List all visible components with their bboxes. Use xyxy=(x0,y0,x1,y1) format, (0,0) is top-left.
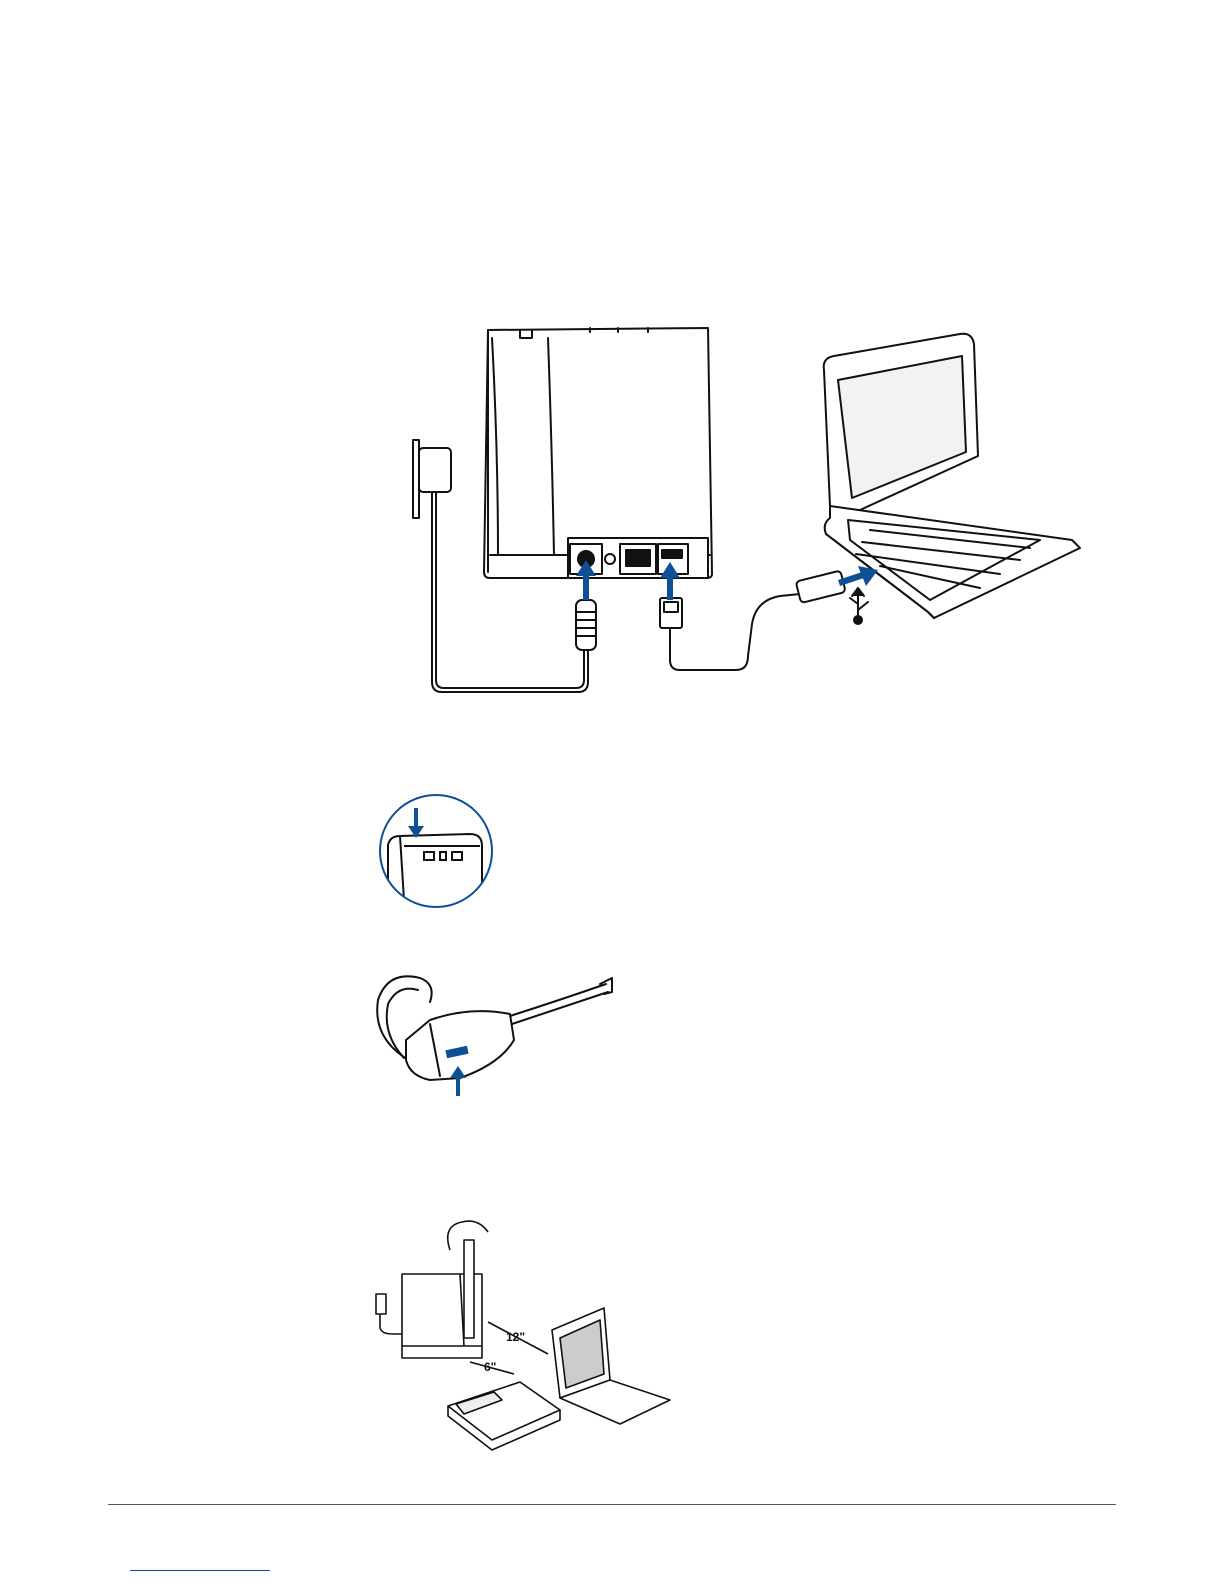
distance-laptop-label: 12" xyxy=(506,1330,525,1344)
distance-phone-label: 6" xyxy=(484,1360,496,1374)
base-station-with-headset-icon xyxy=(376,1221,488,1358)
desk-phone-icon xyxy=(448,1382,560,1450)
footer-rule xyxy=(108,1504,1116,1505)
footer-link-underline[interactable] xyxy=(130,1570,270,1571)
laptop-icon xyxy=(552,1308,670,1424)
